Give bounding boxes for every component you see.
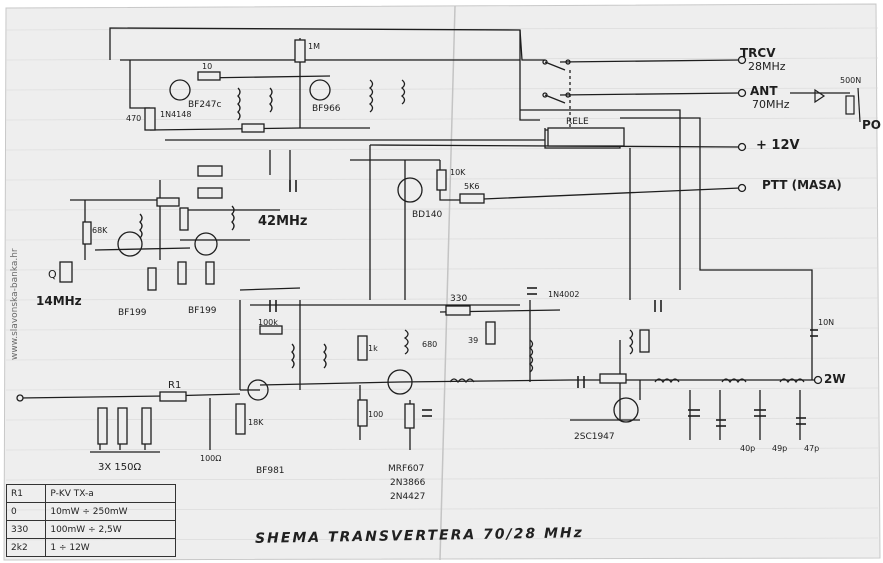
table-header-row: R1 P-KV TX-a: [5, 484, 176, 503]
part-r330: 330: [450, 294, 468, 304]
part-mrf607: MRF607: [388, 464, 425, 474]
table-cell: 10mW ÷ 250mW: [45, 502, 176, 521]
part-r5k6: 5K6: [464, 182, 480, 191]
part-r470: 470: [126, 114, 142, 123]
output-power-label: 2W: [824, 372, 846, 386]
po-label: PO: [862, 118, 881, 132]
part-2n4427: 2N4427: [390, 492, 426, 502]
part-bf247c: BF247c: [188, 100, 222, 110]
relay-label: RELE: [566, 117, 589, 127]
table-row: 330 100mW ÷ 2,5W: [5, 520, 176, 539]
part-r1k: 1k: [368, 344, 378, 353]
part-2n3866: 2N3866: [390, 478, 426, 488]
part-1n4002: 1N4002: [548, 290, 580, 299]
ant-label: ANT: [750, 84, 778, 98]
part-r10top: 10: [202, 62, 213, 71]
table-header-cell: P-KV TX-a: [45, 484, 176, 503]
part-bd140: BD140: [412, 210, 443, 220]
table-cell: 100mW ÷ 2,5W: [45, 520, 176, 539]
part-c49p: 49p: [772, 444, 788, 453]
part-3x150: 3X 150Ω: [98, 462, 142, 473]
part-r1m: 1M: [308, 42, 320, 51]
watermark-text: www.slavonska-banka.hr: [10, 248, 20, 360]
part-r39: 39: [468, 336, 479, 345]
supply-12v-label: + 12V: [756, 138, 800, 153]
part-r100: 100: [368, 410, 384, 419]
part-bf981: BF981: [256, 466, 285, 476]
power-table: R1 P-KV TX-a 0 10mW ÷ 250mW 330 100mW ÷ …: [5, 484, 176, 557]
part-2sc1947: 2SC1947: [574, 432, 615, 442]
part-bf199-b: BF199: [188, 306, 217, 316]
part-r100k: 100k: [258, 318, 278, 327]
table-cell: 330: [5, 520, 47, 539]
part-r680: 680: [422, 340, 438, 349]
table-header-cell: R1: [5, 484, 47, 503]
part-r68k: 68K: [92, 226, 108, 235]
part-r10k: 10K: [450, 168, 466, 177]
table-row: 0 10mW ÷ 250mW: [5, 502, 176, 521]
table-row: 2k2 1 ÷ 12W: [5, 538, 176, 557]
trcv-label: TRCV: [740, 46, 776, 60]
part-c47p: 47p: [804, 444, 820, 453]
ptt-label: PTT (MASA): [762, 178, 842, 192]
table-cell: 2k2: [5, 538, 47, 557]
part-c10n: 10N: [818, 318, 835, 327]
ant-freq-label: 70MHz: [752, 98, 790, 111]
crystal-freq-label: 14MHz: [36, 294, 82, 308]
part-bf966: BF966: [312, 104, 341, 114]
part-r100ohm: 100Ω: [200, 454, 222, 463]
part-1n4148: 1N4148: [160, 110, 192, 119]
part-bf199-a: BF199: [118, 308, 147, 318]
crystal-label: Q: [48, 268, 57, 281]
trcv-freq-label: 28MHz: [748, 60, 786, 73]
osc-freq-label: 42MHz: [258, 214, 308, 229]
table-cell: 1 ÷ 12W: [45, 538, 176, 557]
part-c500n: 500N: [840, 76, 862, 85]
part-r18k: 18K: [248, 418, 264, 427]
part-c40p: 40p: [740, 444, 756, 453]
table-cell: 0: [5, 502, 47, 521]
r1-label: R1: [168, 380, 182, 391]
